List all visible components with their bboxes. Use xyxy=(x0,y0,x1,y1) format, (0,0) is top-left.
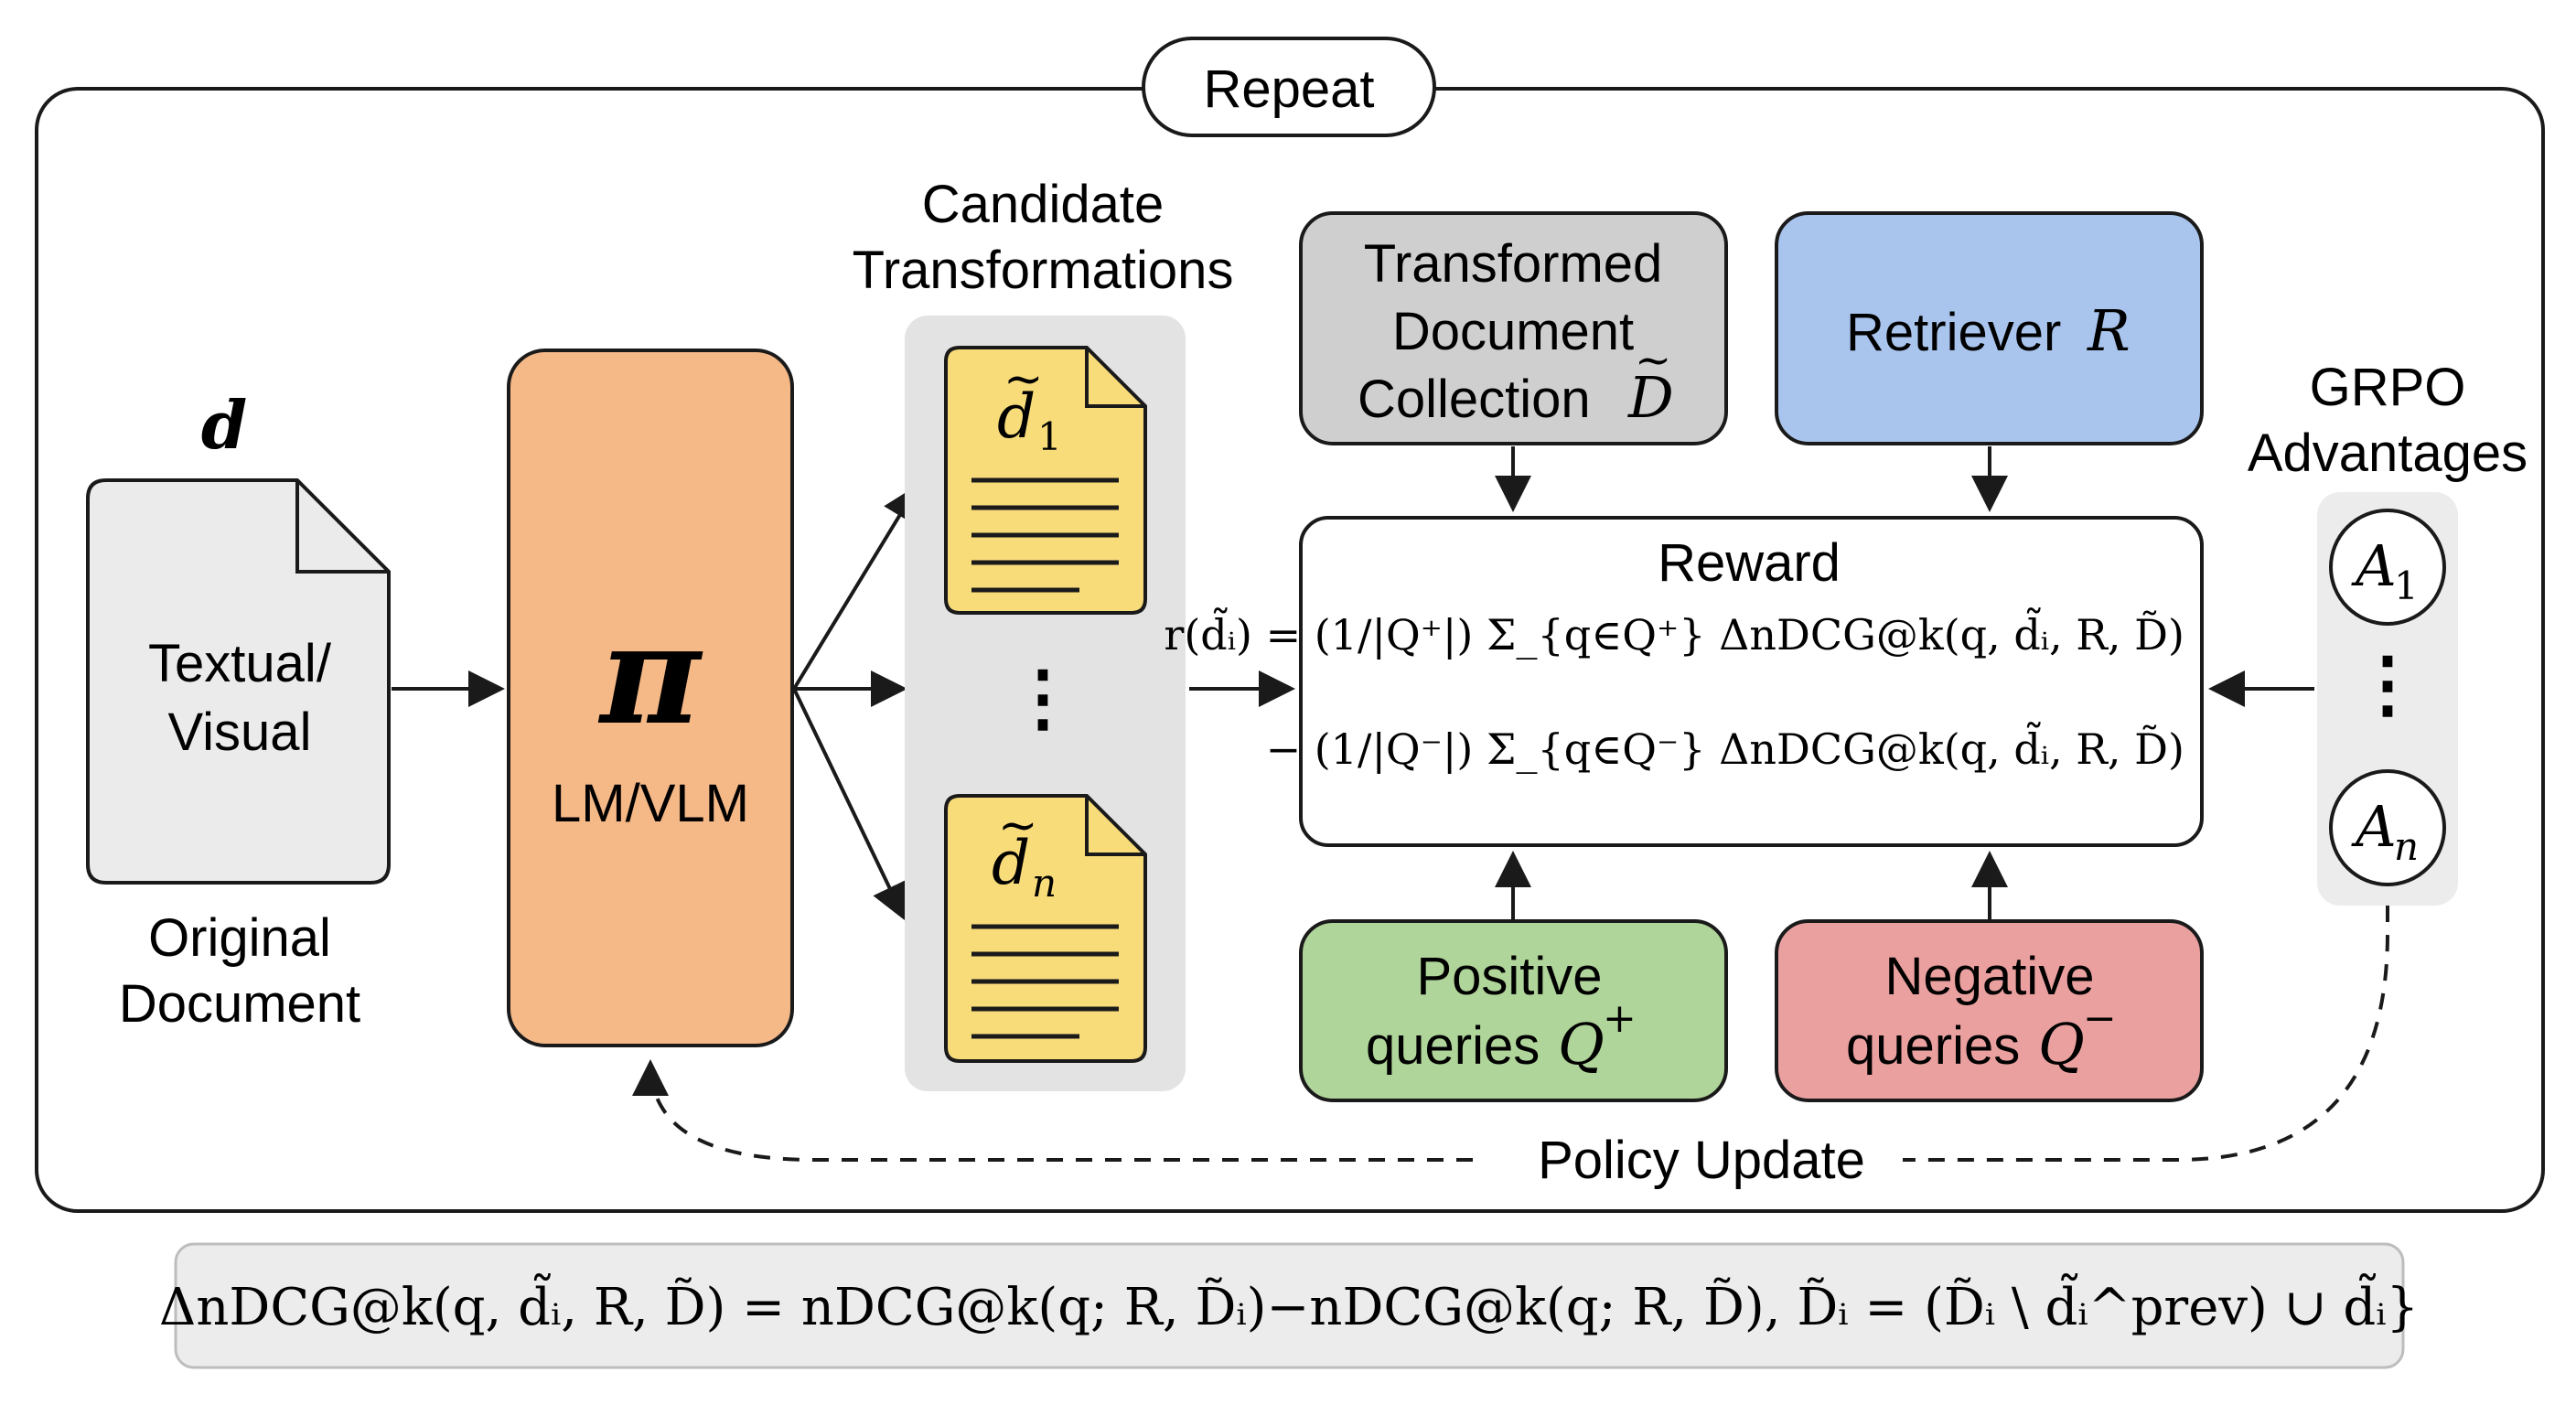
candidates-title-line2: Transformations xyxy=(853,241,1234,300)
retriever-box xyxy=(1775,211,2204,445)
candidate-last-text-lines xyxy=(971,924,1119,1039)
candidates-ellipsis: ⋮ xyxy=(1006,657,1079,738)
candidate-last-sub: n xyxy=(1032,861,1057,906)
repeat-pill xyxy=(1142,37,1436,137)
grpo-title-line2: Advantages xyxy=(2248,424,2528,483)
candidate-last-tilde: ~ xyxy=(998,799,1038,853)
advantage-last-sub: n xyxy=(2394,824,2419,869)
retriever-symbol: R xyxy=(2087,297,2131,364)
positive-queries-box xyxy=(1299,919,1728,1102)
transformed-collection-line1: Transformed xyxy=(1364,234,1663,294)
positive-queries-sup: + xyxy=(1603,995,1637,1042)
document-fold xyxy=(295,480,389,574)
positive-queries-symbol: Q xyxy=(1558,1011,1605,1078)
negative-queries-box xyxy=(1775,919,2204,1102)
advantage-first-sub: 1 xyxy=(2394,563,2419,608)
policy-update-dashed-arrow xyxy=(650,906,2389,1162)
candidates-title-line1: Candidate xyxy=(922,175,1164,234)
candidate-first-text-lines xyxy=(971,477,1119,593)
advantage-first-base: A xyxy=(2351,532,2397,599)
candidate-last-base: d xyxy=(992,828,1030,898)
transformed-collection-box xyxy=(1299,211,1728,445)
transformed-collection-symbol: D xyxy=(1627,364,1674,431)
arrow-policy-to-last-candidate xyxy=(792,688,907,921)
advantage-last-base: A xyxy=(2351,793,2397,860)
arrow-policy-to-first-candidate xyxy=(792,484,919,691)
reward-title: Reward xyxy=(1658,533,1841,593)
reward-formula-line2: − (1/|Q⁻|) Σ_{q∈Q⁻} ΔnDCG@k(q, d̃ᵢ, R, D… xyxy=(1266,722,2184,774)
negative-queries-line2: queries xyxy=(1846,1016,2020,1076)
transformed-collection-line3: Collection xyxy=(1358,370,1591,429)
candidate-first-sub: 1 xyxy=(1037,414,1062,459)
negative-queries-symbol: Q xyxy=(2038,1011,2085,1078)
policy-update-label: Policy Update xyxy=(1538,1131,1865,1190)
negative-queries-sup: − xyxy=(2083,995,2117,1042)
transformed-collection-tilde: ~ xyxy=(1635,335,1671,386)
original-document-caption-line2: Document xyxy=(119,974,360,1034)
grpo-title-line1: GRPO xyxy=(2310,358,2466,417)
bottom-formula-panel xyxy=(174,1242,2405,1369)
reward-formula-line1: r(d̃ᵢ) = (1/|Q⁺|) Σ_{q∈Q⁺} ΔnDCG@k(q, d̃… xyxy=(1164,607,2184,660)
positive-queries-line1: Positive xyxy=(1416,947,1602,1006)
bottom-formula: ΔnDCG@k(q, d̃ᵢ, R, D̃) = nDCG@k(q; R, D̃… xyxy=(159,1273,2419,1337)
negative-queries-line1: Negative xyxy=(1885,947,2095,1006)
advantage-first-circle xyxy=(2329,509,2446,626)
retriever-label: Retriever xyxy=(1846,303,2061,362)
positive-queries-line2: queries xyxy=(1366,1016,1540,1076)
candidate-first-base: d xyxy=(997,381,1036,452)
candidate-document-last-fold xyxy=(1085,796,1145,856)
repeat-label: Repeat xyxy=(1203,59,1374,119)
original-document-caption-line1: Original xyxy=(148,908,331,968)
reward-box xyxy=(1299,516,2204,847)
original-document-icon xyxy=(86,478,391,885)
grpo-ellipsis: ⋮ xyxy=(2351,643,2424,724)
document-text-line2: Visual xyxy=(168,702,312,762)
advantage-last-circle xyxy=(2329,769,2446,886)
candidate-first-tilde: ~ xyxy=(1004,352,1044,407)
candidate-document-first-fold xyxy=(1085,348,1145,408)
policy-label: LM/VLM xyxy=(552,774,749,833)
policy-symbol: π xyxy=(597,595,703,756)
transformed-collection-line2: Document xyxy=(1392,302,1634,361)
document-symbol: d xyxy=(201,386,247,464)
document-text-line1: Textual/ xyxy=(148,634,332,693)
